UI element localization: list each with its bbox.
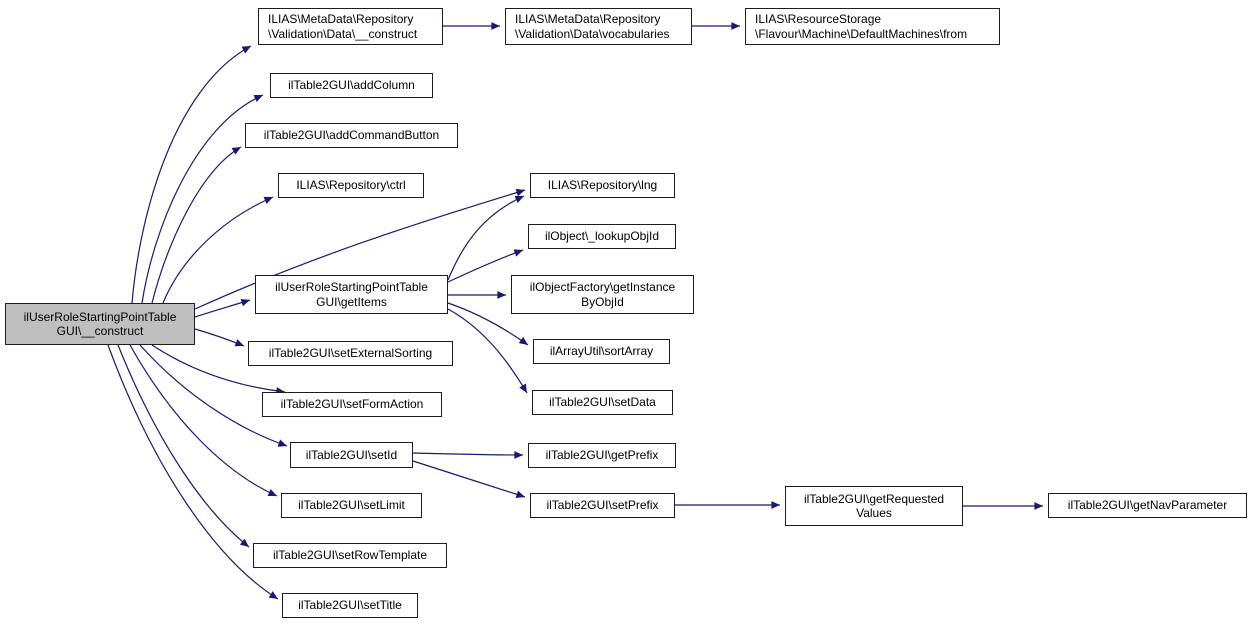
edge-root-to-set-title [107,344,279,600]
node-label-line: ILIAS\Repository\ctrl [296,178,406,193]
node-set-limit[interactable]: ilTable2GUI\setLimit [281,493,422,518]
node-label-line: \Flavour\Machine\DefaultMachines\from [755,26,968,41]
edge-set-id-to-set-prefix [412,460,526,498]
edge-root-to-repository-lng [194,188,526,310]
node-label-line: ilTable2GUI\setExternalSorting [268,346,433,361]
node-get-items[interactable]: ilUserRoleStartingPointTable GUI\getItem… [255,275,448,314]
node-label-line: ilTable2GUI\getNavParameter [1067,498,1228,513]
node-label-line: ilTable2GUI\addCommandButton [263,128,440,143]
edge-get-items-to-sort-array [447,302,529,346]
node-label-line: \Validation\Data\vocabularies [515,26,670,41]
node-label-line: ILIAS\MetaData\Repository [268,12,414,26]
node-repository-ctrl[interactable]: ILIAS\Repository\ctrl [278,173,424,198]
node-label-line: ILIAS\MetaData\Repository [515,12,661,26]
node-metadata-vocabularies[interactable]: ILIAS\MetaData\Repository \Validation\Da… [505,8,692,45]
node-label-line: ilUserRoleStartingPointTable [23,309,177,324]
edge-root-to-set-id [139,344,288,447]
edge-get-items-to-lookup-obj-id [447,249,524,283]
node-repository-lng[interactable]: ILIAS\Repository\lng [530,173,675,198]
node-label-line: ilUserRoleStartingPointTable [275,280,428,294]
node-root-construct: ilUserRoleStartingPointTable GUI\__const… [5,303,195,345]
node-label-line: ILIAS\ResourceStorage [755,12,882,26]
node-add-column[interactable]: ilTable2GUI\addColumn [270,73,433,98]
node-set-prefix[interactable]: ilTable2GUI\setPrefix [530,493,675,518]
node-set-id[interactable]: ilTable2GUI\setId [290,442,413,468]
node-set-external-sorting[interactable]: ilTable2GUI\setExternalSorting [248,341,453,366]
node-get-nav-parameter[interactable]: ilTable2GUI\getNavParameter [1048,493,1247,518]
node-label-line: ilTable2GUI\addColumn [288,78,415,93]
node-label-line: ilObjectFactory\getInstance [529,280,676,294]
edge-root-to-add-column [141,94,264,304]
node-set-title[interactable]: ilTable2GUI\setTitle [282,593,418,618]
node-label-line: ilTable2GUI\setTitle [298,598,402,613]
edge-root-to-repository-ctrl [162,196,274,304]
node-label-line: GUI\getItems [316,294,387,309]
node-label-line: ILIAS\Repository\lng [547,178,658,193]
node-label-line: ilObject\_lookupObjId [544,229,660,244]
node-label-line: ilTable2GUI\setPrefix [546,498,659,513]
node-label-line: ilArrayUtil\sortArray [549,344,654,359]
node-label-line: ilTable2GUI\setRowTemplate [272,548,428,563]
node-lookup-obj-id[interactable]: ilObject\_lookupObjId [528,224,676,249]
node-add-command-button[interactable]: ilTable2GUI\addCommandButton [245,123,458,148]
node-set-row-template[interactable]: ilTable2GUI\setRowTemplate [253,543,447,568]
node-get-requested-values[interactable]: ilTable2GUI\getRequested Values [785,486,963,526]
node-set-data[interactable]: ilTable2GUI\setData [532,390,673,415]
edge-root-to-set-form-action [151,344,286,395]
node-label-line: ilTable2GUI\setLimit [298,498,405,513]
node-get-instance-by-obj-id[interactable]: ilObjectFactory\getInstance ByObjId [511,275,694,314]
node-get-prefix[interactable]: ilTable2GUI\getPrefix [528,443,676,468]
node-label-line: ilTable2GUI\setId [305,447,398,462]
edge-root-to-add-command-button [151,146,242,304]
node-label-line: ilTable2GUI\setFormAction [280,397,424,412]
node-label-line: Values [856,506,892,520]
edge-root-to-metadata-construct [131,45,252,304]
node-label-line: ilTable2GUI\getPrefix [545,448,659,463]
node-set-form-action[interactable]: ilTable2GUI\setFormAction [262,392,442,417]
node-sort-array[interactable]: ilArrayUtil\sortArray [533,339,670,364]
edge-set-id-to-get-prefix [412,451,524,459]
node-label-line: ilTable2GUI\getRequested [803,491,945,506]
edge-get-items-to-repository-lng [447,195,525,281]
edge-get-items-to-set-data [447,308,528,394]
node-label-line: \Validation\Data\__construct [268,26,418,41]
node-label-line: GUI\__construct [56,324,144,338]
edge-root-to-set-external-sorting [194,328,245,347]
node-metadata-construct[interactable]: ILIAS\MetaData\Repository \Validation\Da… [258,8,443,45]
node-label-line: ilTable2GUI\setData [549,395,656,410]
edge-root-to-set-row-template [117,344,250,548]
edge-root-to-get-items [194,298,251,318]
node-label-line: ByObjId [581,294,624,309]
edge-root-to-set-limit [129,344,278,497]
node-defaultmachines-from[interactable]: ILIAS\ResourceStorage \Flavour\Machine\D… [745,8,1000,45]
